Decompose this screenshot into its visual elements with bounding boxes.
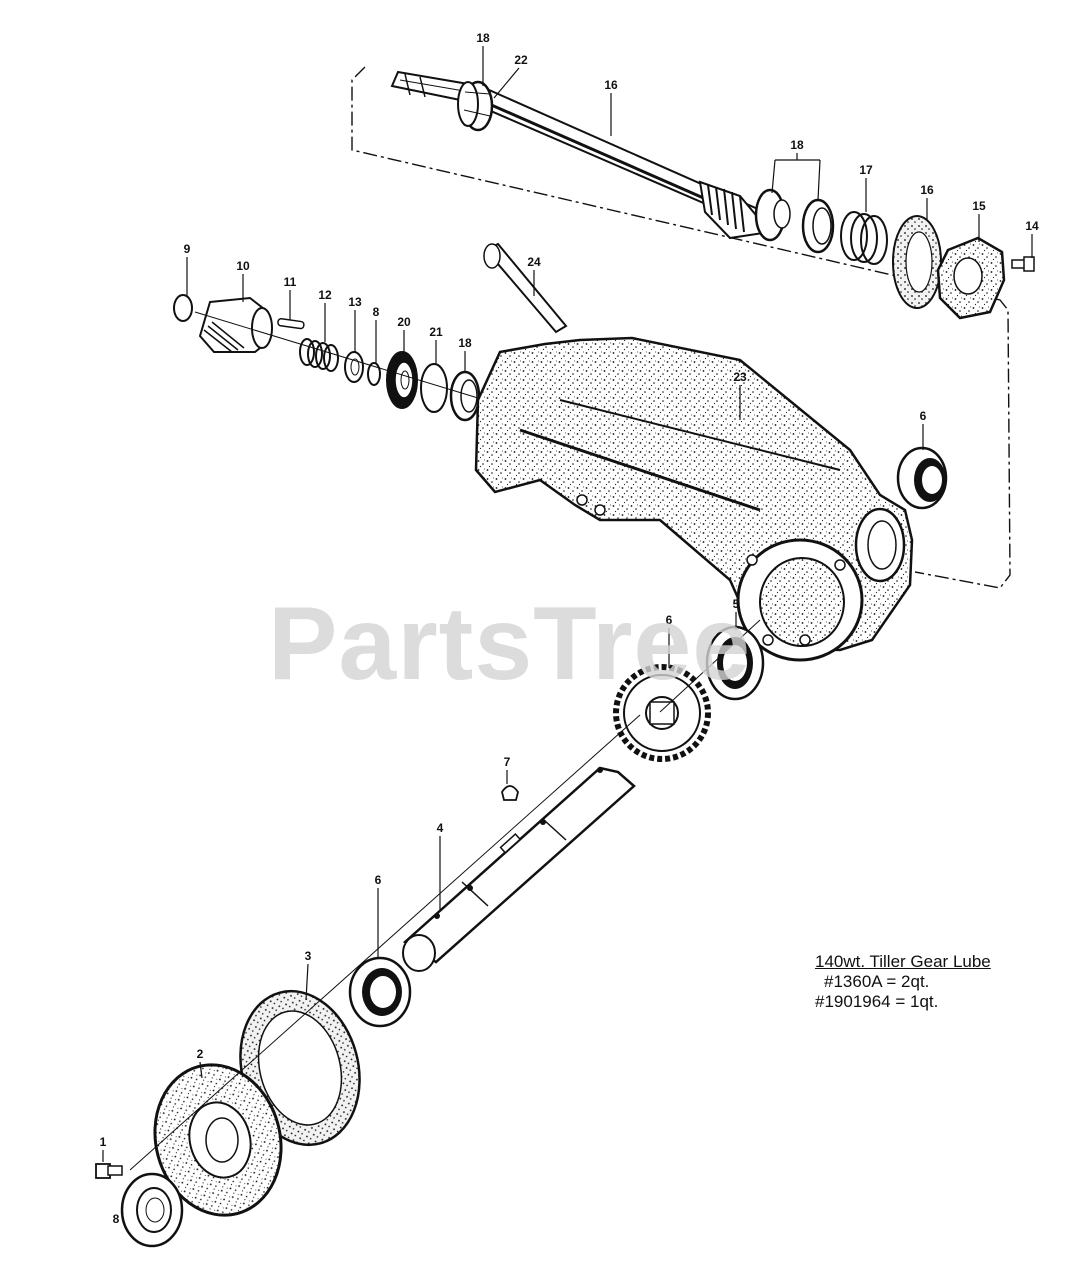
callout-4: 4 — [437, 821, 444, 835]
transmission-housing-23 — [474, 336, 914, 662]
shift-rod-24 — [483, 242, 568, 334]
washer-13 — [344, 351, 364, 383]
callout-22: 22 — [514, 53, 528, 67]
coupling-10 — [198, 296, 273, 353]
bearing-6-right — [896, 446, 948, 510]
callout-10: 10 — [236, 259, 250, 273]
spur-gear-6 — [613, 664, 711, 762]
callout-8-seal: 8 — [113, 1212, 120, 1226]
bearing-cup-18-upper — [801, 198, 835, 254]
callout-6-lower-bearing: 6 — [375, 873, 382, 887]
callout-24: 24 — [527, 255, 541, 269]
alignment-lines — [129, 311, 761, 1171]
callout-14: 14 — [1025, 219, 1039, 233]
callout-20: 20 — [397, 315, 411, 329]
callout-1: 1 — [100, 1135, 107, 1149]
callout-2: 2 — [197, 1047, 204, 1061]
snap-ring-9-right — [367, 362, 381, 386]
callout-7: 7 — [504, 755, 511, 769]
shaft-bearing-22 — [457, 80, 494, 132]
callout-12: 12 — [318, 288, 332, 302]
callout-6-right-bearing: 6 — [920, 409, 927, 423]
callout-18-top: 18 — [476, 31, 490, 45]
callout-leaders — [102, 46, 1033, 1162]
callout-17: 17 — [859, 163, 873, 177]
callout-6-gear: 6 — [666, 613, 673, 627]
snap-ring-9-left — [173, 294, 193, 322]
callout-5: 5 — [733, 597, 740, 611]
bearing-5 — [705, 625, 765, 701]
callout-16-shaft: 16 — [604, 78, 618, 92]
gasket-16-upper — [892, 215, 942, 309]
callout-21: 21 — [429, 325, 443, 339]
callout-15: 15 — [972, 199, 986, 213]
oil-seal-8 — [120, 1172, 184, 1248]
lube-note-title: 140wt. Tiller Gear Lube — [815, 952, 991, 971]
lube-note: 140wt. Tiller Gear Lube #1360A = 2qt. #1… — [815, 952, 991, 1012]
bearing-20 — [386, 351, 418, 409]
bearing-6-lower — [348, 956, 412, 1028]
assembly-boundary-line — [351, 66, 1011, 589]
lube-note-line-1: #1360A = 2qt. — [824, 972, 930, 991]
worm-gear-threads — [698, 180, 791, 242]
axle-shaft-4 — [402, 766, 636, 972]
spring-12 — [299, 338, 339, 372]
bolt-14 — [1011, 256, 1035, 272]
axle-cover-2 — [153, 1063, 283, 1217]
callout-13: 13 — [348, 295, 362, 309]
callout-18-left: 18 — [458, 336, 472, 350]
callout-8-ring: 8 — [373, 305, 380, 319]
woodruff-key-7 — [501, 785, 519, 801]
end-cover-15 — [936, 236, 1006, 320]
bolt-1 — [95, 1163, 123, 1179]
lube-note-line-2: #1901964 = 1qt. — [815, 992, 939, 1011]
snap-ring-21 — [420, 363, 448, 413]
spacer-spring-17 — [840, 211, 888, 265]
callout-16-gasket: 16 — [920, 183, 934, 197]
callout-11: 11 — [284, 275, 297, 289]
pin-11 — [277, 317, 305, 330]
callout-18-cups: 18 — [790, 138, 804, 152]
callout-9: 9 — [184, 242, 191, 256]
bearing-cup-18-left — [449, 370, 481, 422]
callout-23: 23 — [733, 370, 747, 384]
callout-3: 3 — [305, 949, 312, 963]
